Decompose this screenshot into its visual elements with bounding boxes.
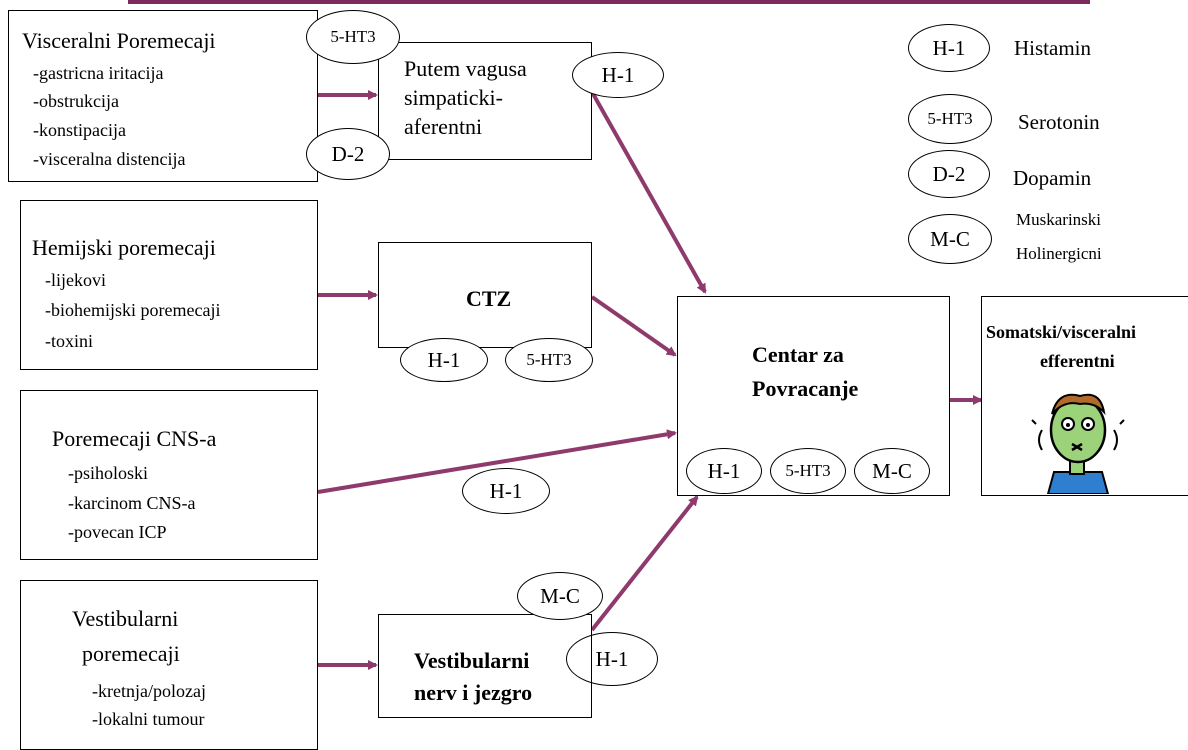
vestibular-item: -kretnja/polozaj xyxy=(92,681,206,701)
receptor-d2-visceral: D-2 xyxy=(306,128,390,180)
vestibular-nerve-box xyxy=(378,614,592,718)
visceral-disorders-box xyxy=(8,10,318,182)
arrow-vestibular-nerve-to-center xyxy=(590,495,699,632)
ctz-label: CTZ xyxy=(466,286,512,311)
vestibular-nerve-line: Vestibularni xyxy=(414,648,530,673)
vestibular-disorders-box xyxy=(20,580,318,750)
chemical-item: -biohemijski poremecaji xyxy=(45,300,221,320)
legend-h1-symbol: H-1 xyxy=(908,24,990,72)
cns-item: -karcinom CNS-a xyxy=(68,493,196,513)
receptor-5ht3-visceral: 5-HT3 xyxy=(306,10,400,64)
legend-d2-label: Dopamin xyxy=(1013,166,1092,190)
visceral-item: -gastricna iritacija xyxy=(33,63,164,83)
vestibular-disorders-title-line: Vestibularni xyxy=(72,606,179,631)
visceral-item: -konstipacija xyxy=(33,120,126,140)
arrow-ctz-to-center xyxy=(590,295,677,357)
receptor-h1-center: H-1 xyxy=(686,448,762,494)
vagus-pathway-line: aferentni xyxy=(404,114,483,139)
receptor-h1-vestibular: H-1 xyxy=(566,632,658,686)
cns-disorders-title: Poremecaji CNS-a xyxy=(52,426,217,451)
sick-face-icon xyxy=(1031,393,1125,494)
cns-item: -povecan ICP xyxy=(68,522,167,542)
receptor-5ht3-ctz: 5-HT3 xyxy=(505,338,593,382)
vagus-pathway-box xyxy=(378,42,592,160)
chemical-disorders-title: Hemijski poremecaji xyxy=(32,235,216,260)
visceral-disorders-title: Visceralni Poremecaji xyxy=(22,28,216,53)
legend-mc-label-line: Muskarinski xyxy=(1016,210,1101,229)
chemical-item: -lijekovi xyxy=(45,270,106,290)
legend-5ht3-symbol: 5-HT3 xyxy=(908,94,992,144)
vestibular-item: -lokalni tumour xyxy=(92,709,205,729)
chemical-disorders-box xyxy=(20,200,318,370)
vomiting-center-line: Povracanje xyxy=(752,376,859,401)
legend-d2-symbol: D-2 xyxy=(908,150,990,198)
legend-5ht3-label: Serotonin xyxy=(1018,110,1100,134)
cns-item: -psiholoski xyxy=(68,463,149,483)
receptor-h1-vagus: H-1 xyxy=(572,52,664,98)
vomiting-center-line: Centar za xyxy=(752,342,844,367)
arrow-vagus-to-center xyxy=(590,91,707,294)
cns-disorders-box xyxy=(20,390,318,560)
arrow-cns-to-center xyxy=(317,429,677,494)
vestibular-disorders-title-line: poremecaji xyxy=(82,641,180,666)
receptor-mc-center: M-C xyxy=(854,448,930,494)
visceral-item: -obstrukcija xyxy=(33,91,119,111)
receptor-mc-vestibular: M-C xyxy=(517,572,603,620)
legend-mc-symbol: M-C xyxy=(908,214,992,264)
vestibular-nerve-line: nerv i jezgro xyxy=(414,680,533,705)
vagus-pathway-line: simpaticki- xyxy=(404,85,503,110)
visceral-item: -visceralna distencija xyxy=(33,149,186,169)
chemical-item: -toxini xyxy=(45,331,93,351)
ctz-box xyxy=(378,242,592,348)
legend-mc-label-line: Holinergicni xyxy=(1016,244,1102,263)
vagus-pathway-line: Putem vagusa xyxy=(404,56,527,81)
efferent-line: Somatski/visceralni xyxy=(986,322,1137,342)
receptor-5ht3-center: 5-HT3 xyxy=(770,448,846,494)
legend-h1-label: Histamin xyxy=(1014,36,1091,60)
title-underline xyxy=(128,0,1090,4)
efferent-line: efferentni xyxy=(1040,351,1115,371)
receptor-h1-cns: H-1 xyxy=(462,468,550,514)
receptor-h1-ctz: H-1 xyxy=(400,338,488,382)
